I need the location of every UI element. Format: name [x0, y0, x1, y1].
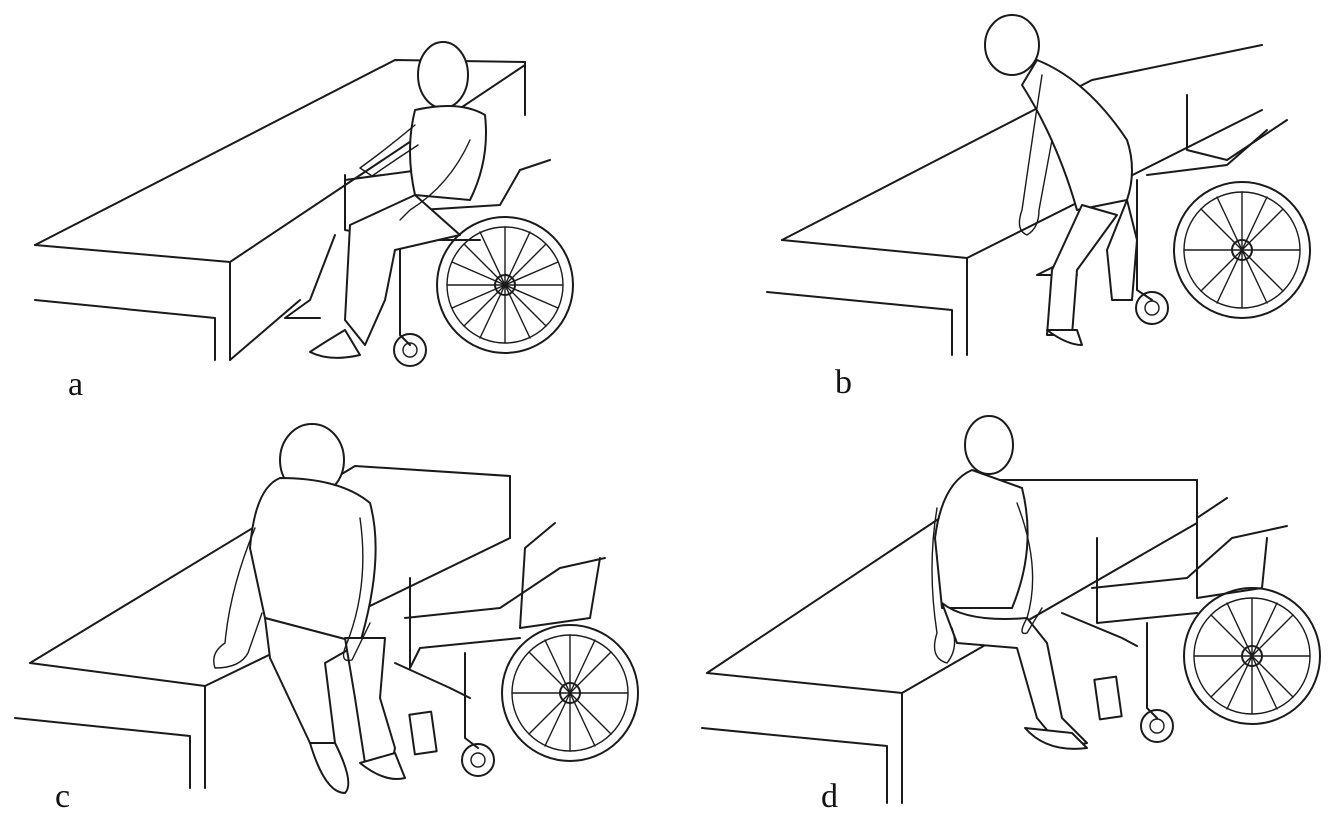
panel-b: b	[667, 0, 1334, 408]
illustration-a	[34, 41, 574, 367]
panel-c: c	[0, 408, 667, 816]
bed	[766, 44, 1263, 356]
illustration-d	[701, 415, 1321, 804]
panel-label: d	[821, 778, 838, 815]
wheelchair	[394, 522, 639, 777]
person	[931, 415, 1088, 750]
person	[984, 14, 1138, 346]
bed	[14, 465, 511, 789]
panel-label: a	[68, 366, 84, 403]
illustration-c	[14, 423, 639, 794]
panel-d: d	[667, 408, 1334, 816]
wheelchair	[1061, 497, 1321, 743]
person	[309, 41, 487, 359]
wheelchair	[1036, 94, 1311, 325]
panel-label: c	[55, 778, 71, 815]
person	[213, 423, 406, 794]
illustration-b	[766, 14, 1311, 356]
panel-label: b	[835, 364, 852, 401]
panel-a: a	[0, 0, 667, 408]
